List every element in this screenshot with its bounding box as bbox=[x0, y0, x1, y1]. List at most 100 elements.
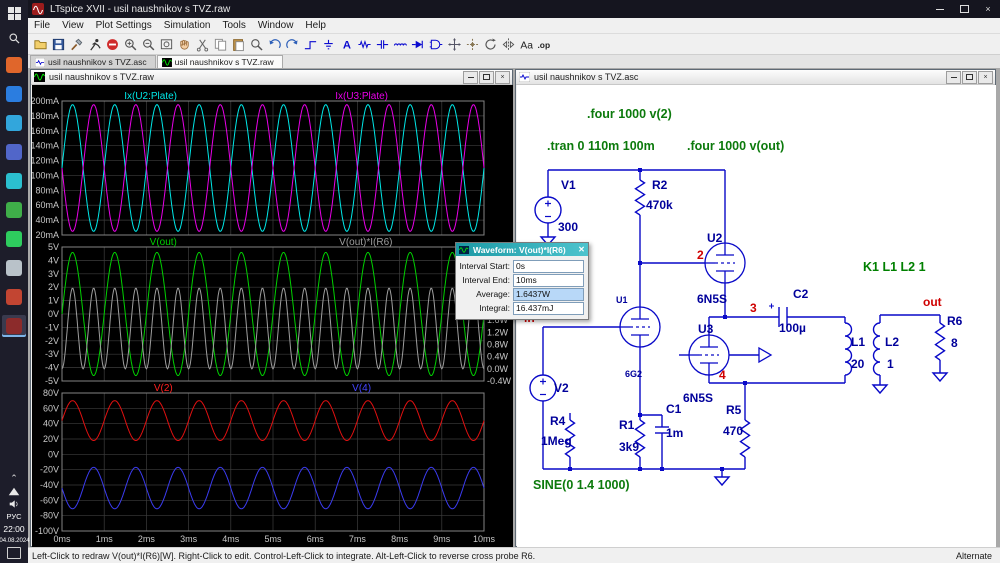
sch-close-button[interactable]: × bbox=[978, 71, 993, 84]
svg-text:180mA: 180mA bbox=[32, 111, 59, 121]
taskbar-app-pinned-app-blue[interactable] bbox=[2, 83, 26, 105]
pinned-app-orange-icon bbox=[6, 57, 22, 73]
dialog-close-button[interactable]: ✕ bbox=[575, 245, 588, 254]
tab-0[interactable]: usil naushnikov s TVZ.asc bbox=[30, 55, 156, 68]
dialog-row-value-field[interactable]: 16.437mJ bbox=[513, 302, 584, 315]
save-icon[interactable] bbox=[49, 35, 67, 53]
tab-active-1[interactable]: usil naushnikov s TVZ.raw bbox=[157, 55, 283, 68]
cut-icon[interactable] bbox=[193, 35, 211, 53]
zoom-in-icon[interactable] bbox=[121, 35, 139, 53]
svg-text:20mA: 20mA bbox=[35, 230, 59, 240]
minimize-button[interactable] bbox=[928, 0, 952, 18]
svg-text:-4V: -4V bbox=[45, 363, 59, 373]
waveform-window[interactable]: usil naushnikov s TVZ.raw × 200mA180mA16… bbox=[30, 69, 513, 547]
schematic-window-titlebar[interactable]: usil naushnikov s TVZ.asc × bbox=[516, 70, 995, 85]
taskbar-app-pinned-app-orange[interactable] bbox=[2, 54, 26, 76]
taskbar-app-pinned-app-gray[interactable] bbox=[2, 257, 26, 279]
taskbar-app-ltspice[interactable] bbox=[2, 315, 26, 337]
taskbar-app-telegram[interactable] bbox=[2, 112, 26, 134]
zoom-out-icon[interactable] bbox=[139, 35, 157, 53]
menu-simulation[interactable]: Simulation bbox=[158, 20, 217, 31]
svg-text:V2: V2 bbox=[554, 381, 569, 395]
dialog-row-value-field[interactable]: 10ms bbox=[513, 274, 584, 287]
network-icon[interactable] bbox=[8, 487, 20, 496]
maximize-button[interactable] bbox=[952, 0, 976, 18]
taskbar-app-pinned-app-teal[interactable] bbox=[2, 170, 26, 192]
svg-text:0.8W: 0.8W bbox=[487, 339, 509, 349]
wave-minimize-button[interactable] bbox=[463, 71, 478, 84]
undo-icon[interactable] bbox=[265, 35, 283, 53]
svg-text:R2: R2 bbox=[652, 178, 668, 192]
wave-close-button[interactable]: × bbox=[495, 71, 510, 84]
document-tabbar: usil naushnikov s TVZ.ascusil naushnikov… bbox=[28, 55, 1000, 68]
pan-icon[interactable] bbox=[175, 35, 193, 53]
copy-icon[interactable] bbox=[211, 35, 229, 53]
svg-text:L1: L1 bbox=[851, 335, 865, 349]
pinned-app-gray-icon bbox=[6, 260, 22, 276]
menu-view[interactable]: View bbox=[56, 20, 90, 31]
svg-text:200mA: 200mA bbox=[32, 96, 59, 106]
paste-icon[interactable] bbox=[229, 35, 247, 53]
capacitor-icon[interactable] bbox=[373, 35, 391, 53]
mirror-icon[interactable] bbox=[499, 35, 517, 53]
menu-tools[interactable]: Tools bbox=[216, 20, 251, 31]
dialog-row-value-field[interactable]: 0s bbox=[513, 260, 584, 273]
ground-icon[interactable] bbox=[319, 35, 337, 53]
status-message: Left-Click to redraw V(out)*I(R6)[W]. Ri… bbox=[32, 551, 535, 561]
svg-text:4ms: 4ms bbox=[222, 534, 240, 544]
waveform-window-titlebar[interactable]: usil naushnikov s TVZ.raw × bbox=[31, 70, 512, 85]
taskbar-app-pinned-app-red[interactable] bbox=[2, 286, 26, 308]
redo-icon[interactable] bbox=[283, 35, 301, 53]
svg-text:R4: R4 bbox=[550, 414, 566, 428]
drag-icon[interactable] bbox=[463, 35, 481, 53]
dialog-row-value-field[interactable]: 1.6437W bbox=[513, 288, 584, 301]
find-icon[interactable] bbox=[247, 35, 265, 53]
control-panel-icon[interactable] bbox=[67, 35, 85, 53]
taskbar-app-whatsapp[interactable] bbox=[2, 228, 26, 250]
wire-icon[interactable] bbox=[301, 35, 319, 53]
halt-icon[interactable] bbox=[103, 35, 121, 53]
text-icon[interactable]: Aa bbox=[517, 35, 535, 53]
zoom-full-icon[interactable] bbox=[157, 35, 175, 53]
move-icon[interactable] bbox=[445, 35, 463, 53]
volume-icon[interactable] bbox=[8, 499, 20, 509]
inductor-icon[interactable] bbox=[391, 35, 409, 53]
svg-text:C2: C2 bbox=[793, 287, 809, 301]
menu-window[interactable]: Window bbox=[252, 20, 300, 31]
pinned-app-blue-icon bbox=[6, 86, 22, 102]
run-icon[interactable] bbox=[85, 35, 103, 53]
component-icon[interactable] bbox=[427, 35, 445, 53]
tray-expand-icon[interactable]: ⌃ bbox=[10, 473, 18, 484]
pinned-app-green-icon bbox=[6, 202, 22, 218]
rotate-icon[interactable] bbox=[481, 35, 499, 53]
waveform-plot-area[interactable]: 200mA180mA160mA140mA120mA100mA80mA60mA40… bbox=[32, 85, 513, 547]
status-mode: Alternate bbox=[956, 551, 992, 561]
taskbar-app-pinned-app-green[interactable] bbox=[2, 199, 26, 221]
clock-time[interactable]: 22:00 bbox=[3, 524, 24, 534]
taskbar-search-button[interactable] bbox=[0, 26, 28, 50]
svg-text:2ms: 2ms bbox=[138, 534, 156, 544]
label-icon[interactable]: A bbox=[337, 35, 355, 53]
wave-restore-button[interactable] bbox=[479, 71, 494, 84]
taskbar-app-pinned-app-indigo[interactable] bbox=[2, 141, 26, 163]
resistor-icon[interactable] bbox=[355, 35, 373, 53]
start-button[interactable] bbox=[0, 0, 28, 26]
close-button[interactable]: × bbox=[976, 0, 1000, 18]
taskbar-pinned-apps bbox=[2, 54, 26, 337]
telegram-icon bbox=[6, 115, 22, 131]
sch-restore-button[interactable] bbox=[962, 71, 977, 84]
open-icon[interactable] bbox=[31, 35, 49, 53]
waveform-integral-dialog[interactable]: Waveform: V(out)*I(R6) ✕ Interval Start:… bbox=[455, 242, 589, 320]
menu-file[interactable]: File bbox=[28, 20, 56, 31]
menu-help[interactable]: Help bbox=[299, 20, 332, 31]
notification-center-icon[interactable] bbox=[7, 547, 21, 559]
sch-minimize-button[interactable] bbox=[946, 71, 961, 84]
clock-date[interactable]: 04.08.2024 bbox=[0, 537, 29, 543]
spice-directive-icon[interactable]: .op bbox=[535, 35, 553, 53]
titlebar[interactable]: LTspice XVII - usil naushnikov s TVZ.raw… bbox=[28, 0, 1000, 18]
svg-text:8ms: 8ms bbox=[391, 534, 409, 544]
language-indicator[interactable]: РУС bbox=[6, 512, 21, 521]
menu-plot-settings[interactable]: Plot Settings bbox=[90, 20, 158, 31]
dialog-titlebar[interactable]: Waveform: V(out)*I(R6) ✕ bbox=[456, 243, 588, 256]
diode-icon[interactable] bbox=[409, 35, 427, 53]
